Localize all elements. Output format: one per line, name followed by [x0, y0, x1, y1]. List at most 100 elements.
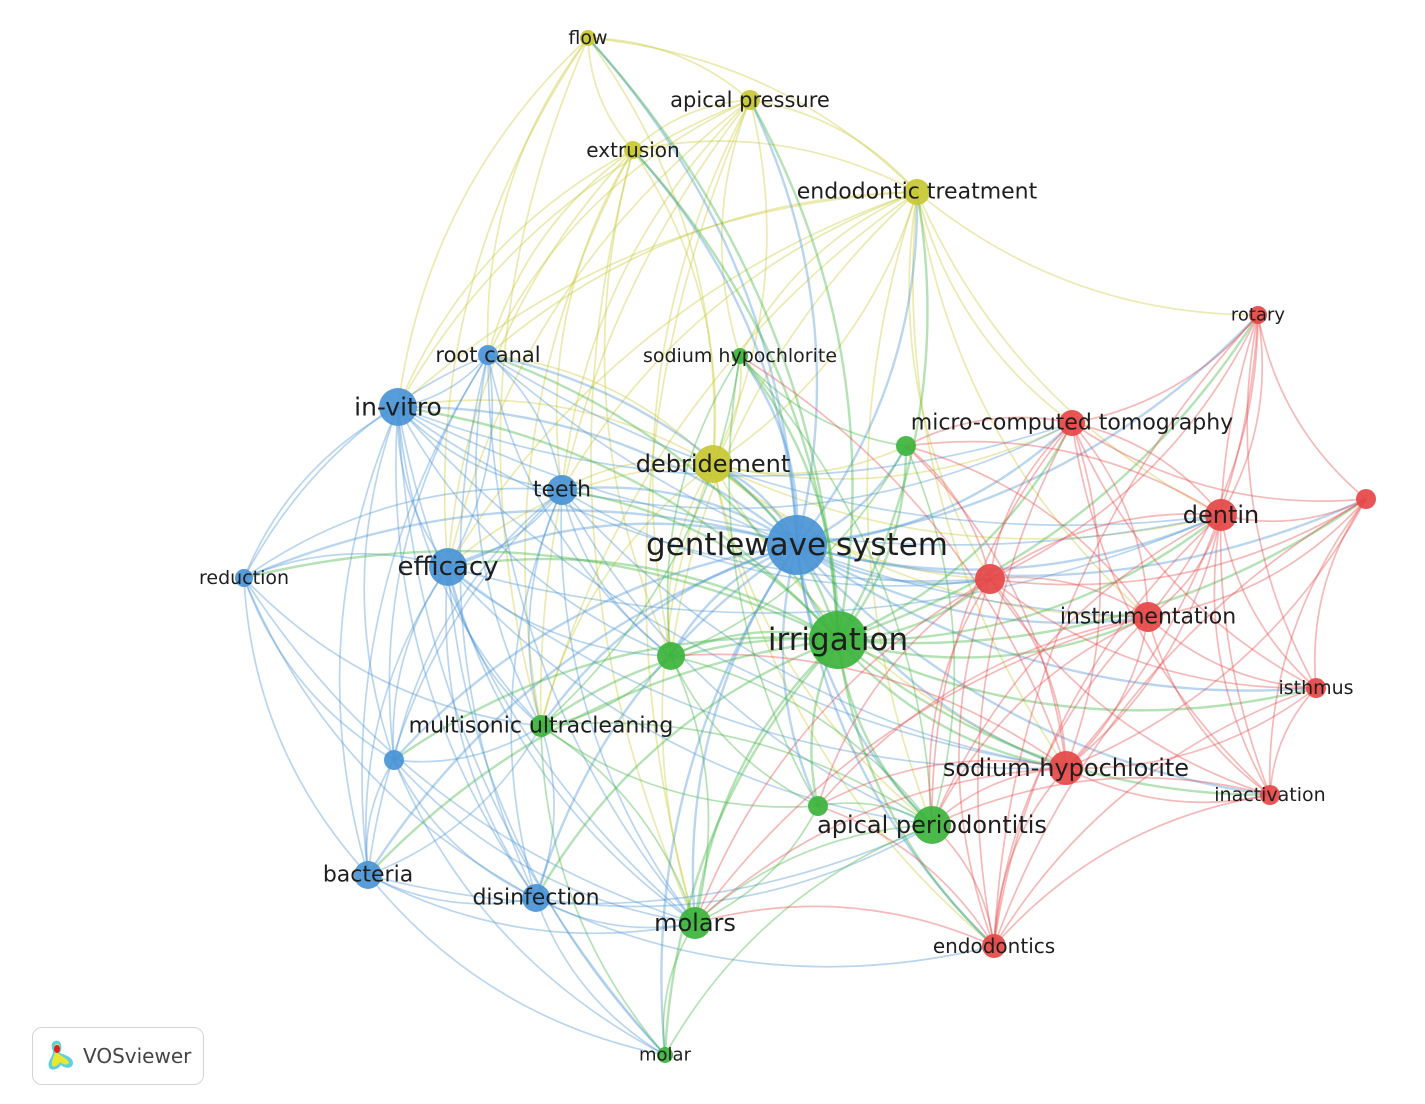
node-unlabeled-10[interactable] [384, 750, 404, 770]
link-edge [447, 99, 751, 568]
link-edge [540, 463, 714, 727]
node-label: molar [639, 1045, 692, 1066]
link-edge [487, 354, 714, 465]
link-edge [1065, 687, 1317, 770]
link-edge [989, 578, 1317, 689]
link-edge [694, 805, 819, 924]
link-edge [535, 897, 696, 929]
node-efficacy[interactable] [429, 548, 467, 586]
link-edge [837, 639, 1271, 797]
link-edge [393, 759, 537, 899]
node-label: micro-computed tomography [911, 411, 1233, 436]
link-edge [817, 759, 1067, 807]
node-teeth[interactable] [547, 475, 577, 505]
link-edge [587, 37, 634, 151]
node-disinfection[interactable] [522, 884, 550, 912]
link-edge [739, 355, 933, 826]
node-flow[interactable] [580, 30, 596, 46]
link-edge [487, 353, 798, 546]
link-edge [1065, 616, 1149, 769]
link-edge [361, 354, 489, 876]
link-edge [397, 99, 751, 408]
link-edge [931, 514, 1222, 826]
node-bacteria[interactable] [354, 861, 382, 889]
node-micro-computed-tomography[interactable] [1059, 410, 1085, 436]
link-edge [796, 422, 1073, 547]
link-edge [836, 191, 929, 641]
link-edge [694, 616, 1149, 924]
link-edge [534, 544, 798, 899]
link-edge [749, 99, 918, 193]
link-edge [1269, 687, 1317, 796]
link-edge [670, 655, 933, 826]
link-edge [905, 440, 1222, 516]
node-label: root canal [435, 343, 540, 367]
node-molar[interactable] [657, 1047, 673, 1063]
node-extrusion[interactable] [624, 141, 642, 159]
link-edge [694, 578, 991, 924]
node-molars[interactable] [679, 907, 711, 939]
link-edge [691, 544, 798, 924]
link-edge [748, 99, 854, 641]
link-edge [1147, 498, 1367, 618]
node-debridement[interactable] [694, 445, 732, 483]
node-label: in-vitro [354, 393, 442, 422]
link-edge [693, 639, 839, 924]
link-edge [1220, 514, 1317, 689]
node-endodontics[interactable] [982, 934, 1006, 958]
link-edge [796, 314, 1259, 547]
node-unlabeled-27[interactable] [975, 564, 1005, 594]
node-isthmus[interactable] [1306, 678, 1326, 698]
link-edge [587, 37, 799, 546]
node-label: irrigation [768, 622, 908, 658]
link-edge [989, 578, 1271, 796]
link-edge [363, 406, 399, 761]
node-apical-periodontitis[interactable] [913, 806, 951, 844]
link-edge [367, 489, 563, 876]
node-gentlewave-system[interactable] [767, 515, 827, 575]
node-irrigation[interactable] [809, 611, 867, 669]
link-edge [928, 578, 991, 826]
link-edge [1071, 314, 1259, 424]
node-multisonic-ultracleaning[interactable] [530, 715, 552, 737]
node-rotary[interactable] [1249, 306, 1267, 324]
node-label: molars [654, 909, 736, 937]
node-unlabeled-19[interactable] [808, 796, 828, 816]
node-in-vitro[interactable] [379, 388, 417, 426]
link-edge [475, 354, 542, 727]
link-edge [535, 897, 995, 968]
link-edge [397, 406, 1067, 769]
node-instrumentation[interactable] [1133, 602, 1163, 632]
node-apical-pressure[interactable] [740, 90, 760, 110]
node-root-canal[interactable] [478, 345, 498, 365]
node-label: dentin [1183, 501, 1260, 529]
link-edge [958, 578, 995, 947]
node-sodium-hypochlorite[interactable] [1049, 751, 1083, 785]
node-unlabeled-26[interactable] [1356, 489, 1376, 509]
link-edge [487, 354, 696, 924]
link-edge [447, 149, 634, 568]
link-edge [663, 639, 839, 1056]
link-edge [632, 140, 918, 193]
node-unlabeled-15[interactable] [896, 436, 916, 456]
node-sodium-hypochlorite[interactable] [732, 348, 748, 364]
link-edge [447, 566, 1067, 770]
link-edge [367, 638, 839, 876]
link-edge [528, 489, 563, 727]
node-inactivation[interactable] [1260, 785, 1280, 805]
link-edge [712, 463, 1222, 540]
link-edge [397, 37, 589, 408]
node-label: reduction [199, 567, 289, 589]
link-edge [397, 405, 798, 546]
node-dentin[interactable] [1205, 499, 1237, 531]
link-edge [728, 355, 819, 807]
link-edge [1257, 314, 1367, 500]
link-edge [989, 314, 1259, 580]
link-edge [651, 99, 751, 657]
node-reduction[interactable] [235, 569, 253, 587]
link-edge [486, 37, 589, 356]
link-edge [712, 463, 991, 580]
node-endodontic-treatment[interactable] [904, 179, 930, 205]
node-unlabeled-16[interactable] [657, 642, 685, 670]
